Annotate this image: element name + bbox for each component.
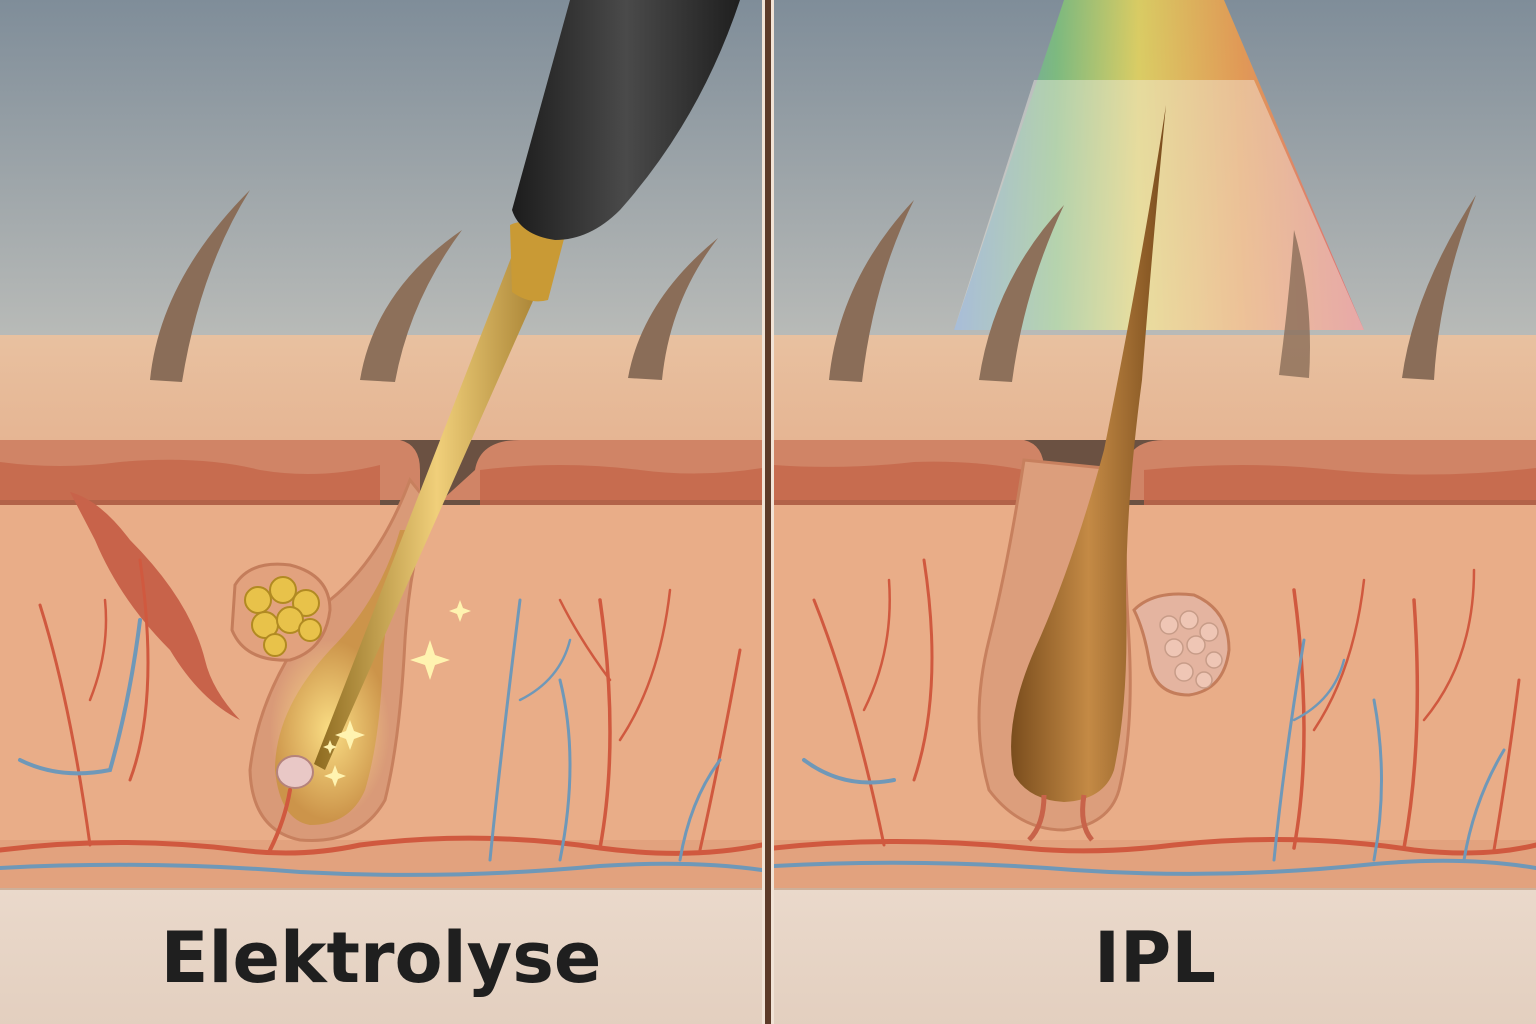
epidermis-wave [0,459,380,510]
sebaceous-cells [244,576,322,657]
spark-icon [324,765,346,787]
arteries [774,558,1536,856]
pigmented-hair-shaft [1011,105,1166,802]
skin-surface [774,335,1536,440]
sebaceous-cells [1159,610,1223,689]
dermis-layer [774,505,1536,888]
epidermis-wave-right [480,465,762,510]
skin-surface [0,335,762,440]
hair-strand-3 [628,238,718,380]
veins [774,638,1536,876]
caption-bar-left: Elektrolyse [0,888,762,1024]
label-elektrolyse: Elektrolyse [160,917,602,999]
hair-strand-4 [1402,195,1476,380]
arteries [0,558,762,856]
spark-icon [323,740,337,754]
epidermis-wave [774,461,1024,512]
panel-elektrolyse: Elektrolyse [0,0,762,1024]
hair-strand-2 [979,205,1064,382]
elektrolyse-illustration [0,0,762,888]
hair-strand-3 [1279,230,1310,378]
ipl-illustration [774,0,1536,888]
electrolysis-needle [314,222,560,770]
spark-icon [449,600,471,622]
panel-ipl: IPL [774,0,1536,1024]
arrector-pili-muscle [70,492,240,720]
veins [0,598,762,877]
caption-bar-right: IPL [774,888,1536,1024]
spark-icon [335,720,365,750]
papilla-vessels [1027,794,1094,842]
probe-handle[interactable] [512,0,740,240]
spark-icon [410,640,450,680]
dermal-papilla [276,755,314,789]
hair-strand-2 [360,230,462,382]
label-ipl: IPL [1094,917,1216,999]
hair-strand-1 [150,190,250,382]
hair-strand-1 [829,200,914,382]
spark-icons [323,600,471,787]
epidermis-wave-right [1144,465,1536,512]
panel-divider [765,0,771,1024]
probe-collar [510,221,565,302]
